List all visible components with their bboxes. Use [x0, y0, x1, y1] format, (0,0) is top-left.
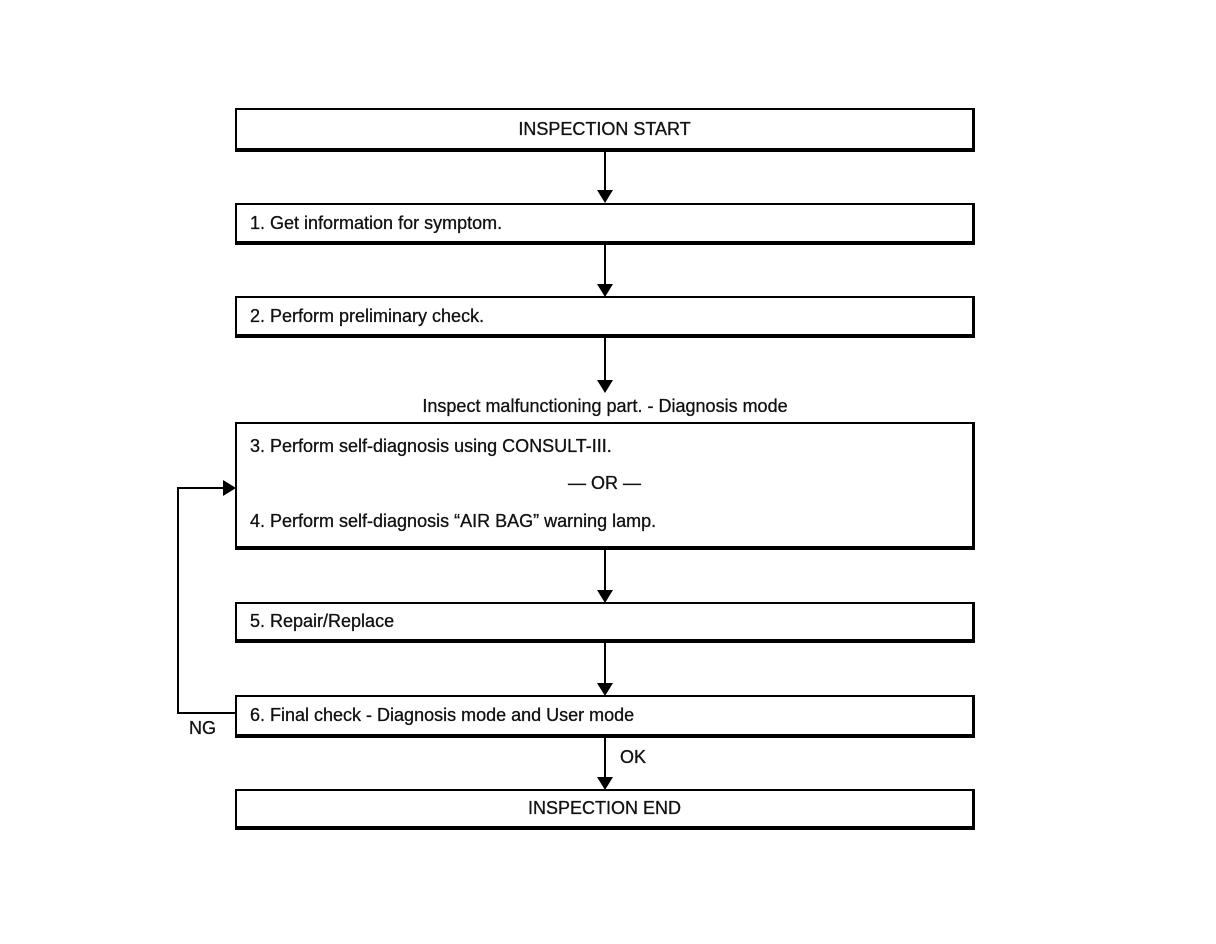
- or-separator-label: — OR —: [567, 473, 641, 493]
- node-inspection-end-label: INSPECTION END: [527, 798, 682, 818]
- ok-edge-label: OK: [620, 747, 647, 767]
- arrow-step2-to-diagnosis-head: [597, 380, 613, 393]
- node-step6-label: 6. Final check - Diagnosis mode and User…: [250, 705, 635, 725]
- node-self-diagnosis-group: 3. Perform self-diagnosis using CONSULT-…: [235, 422, 975, 550]
- self-diagnosis-group-content: 3. Perform self-diagnosis using CONSULT-…: [237, 424, 972, 546]
- node-inspection-end: INSPECTION END: [235, 789, 975, 830]
- node-step3-consult-label: 3. Perform self-diagnosis using CONSULT-…: [250, 436, 612, 456]
- arrow-diagnosis-to-step5-head: [597, 590, 613, 603]
- diagnosis-mode-caption: Inspect malfunctioning part. - Diagnosis…: [422, 396, 788, 416]
- arrow-step1-to-step2-line: [604, 245, 606, 285]
- arrow-step5-to-step6-head: [597, 683, 613, 696]
- node-step2-label: 2. Perform preliminary check.: [250, 305, 485, 326]
- node-step1-get-information: 1. Get information for symptom.: [235, 203, 975, 245]
- arrow-step2-to-diagnosis-line: [604, 338, 606, 381]
- arrow-start-to-step1-line: [604, 152, 606, 191]
- node-step4-warning-lamp-label: 4. Perform self-diagnosis “AIR BAG” warn…: [250, 511, 657, 531]
- node-step2-preliminary-check: 2. Perform preliminary check.: [235, 296, 975, 338]
- ng-loop-bottom-line: [177, 712, 236, 714]
- arrow-diagnosis-to-step5-line: [604, 550, 606, 591]
- ng-edge-label: NG: [189, 718, 216, 738]
- node-inspection-start-label: INSPECTION START: [518, 118, 691, 139]
- arrow-step1-to-step2-head: [597, 284, 613, 297]
- node-step6-final-check: 6. Final check - Diagnosis mode and User…: [235, 695, 975, 738]
- node-step5-label: 5. Repair/Replace: [250, 611, 395, 631]
- node-inspection-start: INSPECTION START: [235, 108, 975, 152]
- ng-loop-arrowhead: [223, 480, 236, 496]
- arrow-start-to-step1-head: [597, 190, 613, 203]
- ng-loop-vertical-line: [177, 487, 179, 714]
- ng-loop-top-line: [177, 487, 224, 489]
- arrow-step5-to-step6-line: [604, 643, 606, 684]
- node-step1-label: 1. Get information for symptom.: [250, 212, 503, 233]
- arrow-step6-to-end-line: [604, 738, 606, 778]
- node-step5-repair-replace: 5. Repair/Replace: [235, 602, 975, 643]
- arrow-step6-to-end-head: [597, 777, 613, 790]
